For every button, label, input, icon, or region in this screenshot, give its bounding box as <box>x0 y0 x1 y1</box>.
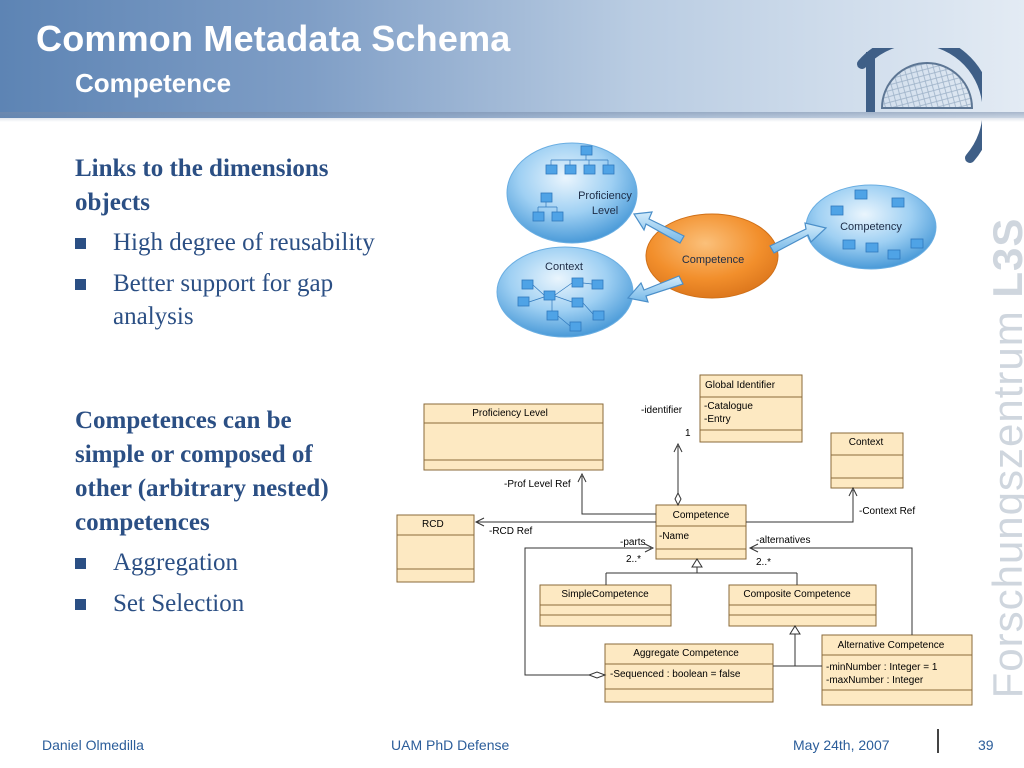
uml-label-parts: -parts <box>620 537 646 548</box>
section1-heading-line2: objects <box>75 189 150 216</box>
uml-class-context: Context <box>830 432 904 489</box>
uml-class-proficiency-level: Proficiency Level <box>423 403 604 471</box>
bullet-gap-analysis: Better support for gap <box>51 267 375 300</box>
proficiency-level-bubble: Proficiency Level <box>506 142 638 244</box>
section2-heading-line2: simple or composed of <box>75 441 313 468</box>
uml-global-identifier-name: Global Identifier <box>705 380 776 391</box>
slide-title: Common Metadata Schema <box>36 18 511 59</box>
bullet-set-selection: Set Selection <box>51 587 329 620</box>
section1-heading-line1: Links to the dimensions <box>75 155 329 182</box>
footer-page-number: 39 <box>978 737 994 753</box>
uml-class-simple-competence: SimpleCompetence <box>539 584 672 627</box>
section-competences: Competences can be simple or composed of… <box>75 404 329 620</box>
bullet-reusability: High degree of reusability <box>51 226 375 259</box>
section-links: Links to the dimensions objects High deg… <box>75 152 375 333</box>
context-bubble: Context <box>496 246 634 338</box>
uml-label-prof-level-ref: -Prof Level Ref <box>504 479 571 490</box>
uml-label-rcd-ref: -RCD Ref <box>489 526 533 537</box>
uml-simple-competence-name: SimpleCompetence <box>561 589 649 600</box>
uml-label-alternatives-mult: 2..* <box>756 557 771 568</box>
uml-connectors <box>474 442 913 679</box>
uml-class-rcd: RCD <box>396 514 475 583</box>
header-shadow <box>0 112 1024 122</box>
slide-header <box>0 0 1024 118</box>
context-label: Context <box>545 261 583 273</box>
uml-global-identifier-attr2: -Entry <box>704 414 731 425</box>
proficiency-label-line2: Level <box>592 205 618 217</box>
footer-event: UAM PhD Defense <box>391 737 510 753</box>
uml-diagram: Global Identifier -Catalogue -Entry Prof… <box>396 374 973 706</box>
uml-competence-attr1: -Name <box>659 531 689 542</box>
section2-heading-line3: other (arbitrary nested) <box>75 475 329 502</box>
uml-context-name: Context <box>849 437 884 448</box>
uml-class-competence: Competence -Name <box>655 504 747 560</box>
uml-alternative-competence-attr2: -maxNumber : Integer <box>826 675 924 686</box>
section2-heading-line4: competences <box>75 509 210 536</box>
bullet-gap-analysis-cont: analysis <box>113 303 194 330</box>
concept-arrows <box>626 211 828 303</box>
proficiency-label-line1: Proficiency <box>578 190 632 202</box>
uml-class-aggregate-competence: Aggregate Competence -Sequenced : boolea… <box>604 643 774 703</box>
uml-alternative-competence-attr1: -minNumber : Integer = 1 <box>826 662 938 673</box>
arrow-to-competency <box>769 222 828 254</box>
footer-separator <box>937 729 939 753</box>
uml-label-alternatives: -alternatives <box>756 535 810 546</box>
slide-subtitle: Competence <box>75 68 232 98</box>
uml-label-context-ref: -Context Ref <box>859 506 915 517</box>
arrow-to-proficiency <box>632 211 685 244</box>
bullet-square-icon <box>75 558 86 569</box>
bullet-square-icon <box>75 279 86 290</box>
competency-bubble: Competency <box>805 184 937 270</box>
footer-date: May 24th, 2007 <box>793 737 890 753</box>
uml-label-identifier-mult: 1 <box>685 428 691 439</box>
uml-alternative-competence-name: Alternative Competence <box>838 640 945 651</box>
uml-rcd-name: RCD <box>422 519 444 530</box>
bullet-square-icon <box>75 599 86 610</box>
competency-label: Competency <box>840 221 902 233</box>
l3s-logo <box>857 48 982 163</box>
uml-global-identifier-attr1: -Catalogue <box>704 401 753 412</box>
arrow-to-context <box>626 275 684 303</box>
uml-proficiency-level-name: Proficiency Level <box>472 408 548 419</box>
bullet-aggregation: Aggregation <box>51 546 329 579</box>
uml-class-composite-competence: Composite Competence <box>728 584 877 627</box>
uml-aggregate-competence-name: Aggregate Competence <box>633 648 739 659</box>
competence-label: Competence <box>682 254 744 266</box>
section2-heading-line1: Competences can be <box>75 407 292 434</box>
uml-label-parts-mult: 2..* <box>626 554 641 565</box>
uml-composite-competence-name: Composite Competence <box>743 589 851 600</box>
bullet-square-icon <box>75 238 86 249</box>
uml-class-global-identifier: Global Identifier -Catalogue -Entry <box>699 374 803 443</box>
footer-author: Daniel Olmedilla <box>42 737 144 753</box>
uml-aggregate-competence-attr1: -Sequenced : boolean = false <box>610 669 741 680</box>
uml-class-alternative-competence: Alternative Competence -minNumber : Inte… <box>821 634 973 706</box>
uml-competence-name: Competence <box>673 510 730 521</box>
uml-label-identifier: -identifier <box>641 405 683 416</box>
